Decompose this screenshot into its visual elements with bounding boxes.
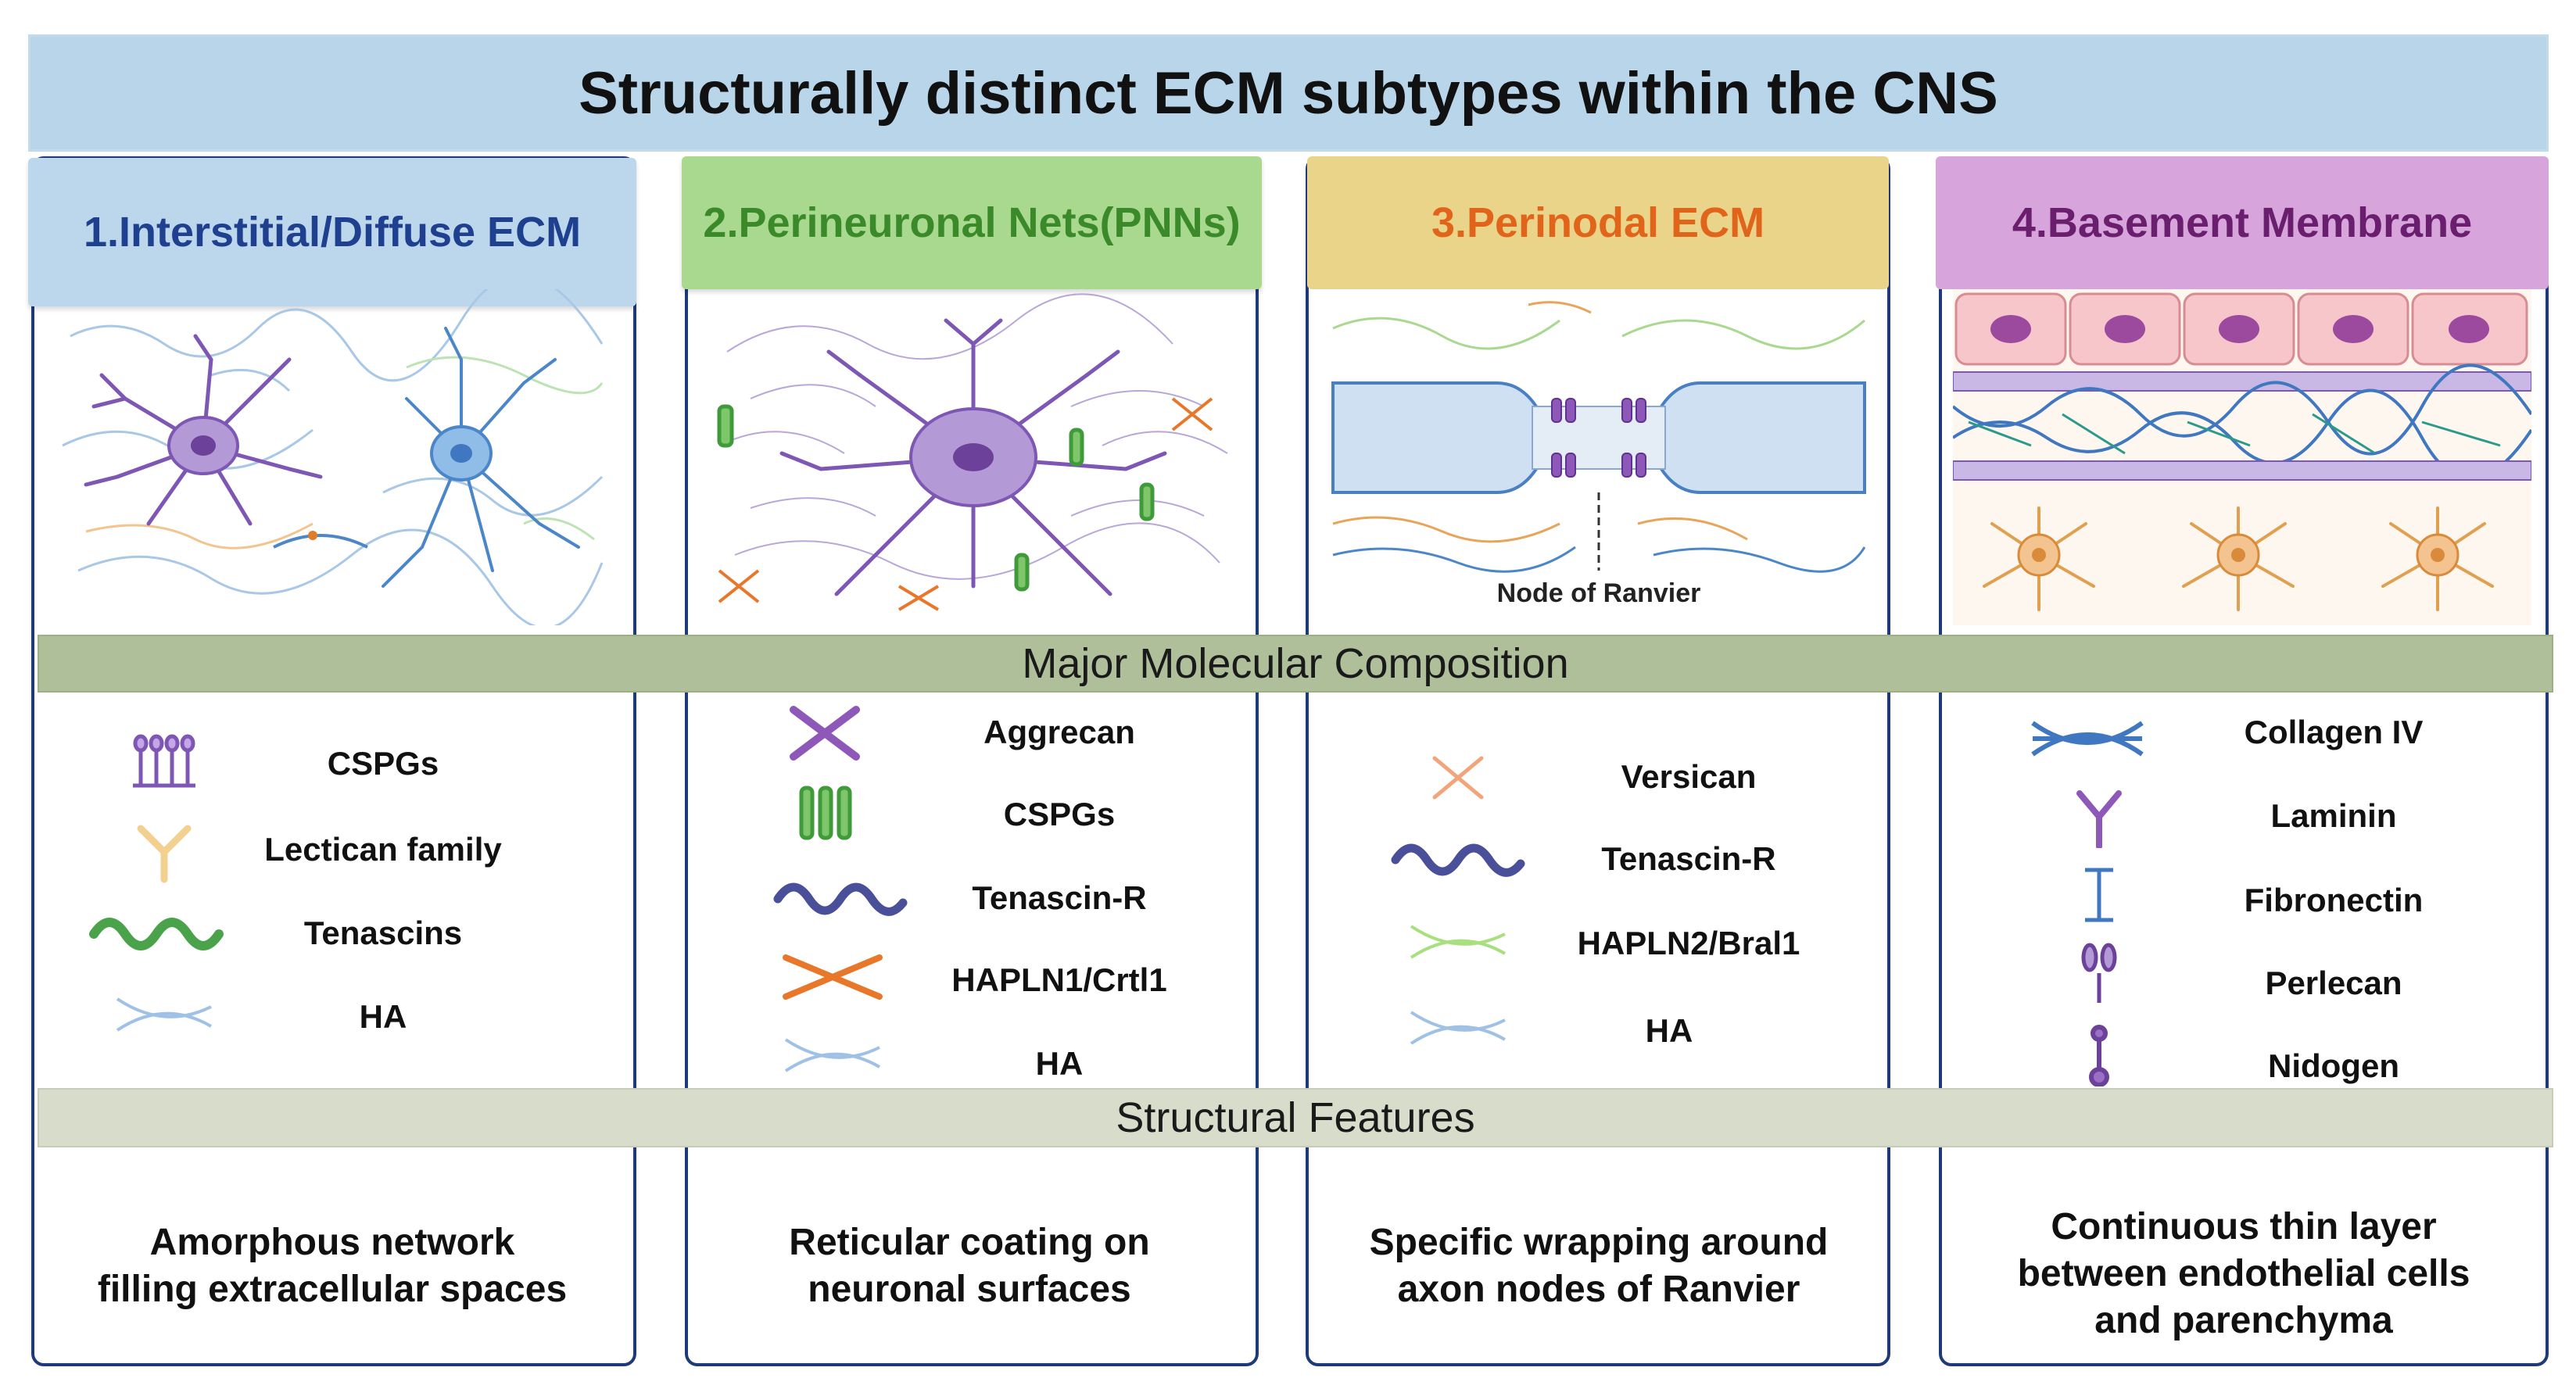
molecule-label: Collagen IV — [2244, 714, 2424, 750]
tenascin-r-icon — [773, 882, 908, 916]
composition-band: Major Molecular Composition — [38, 635, 2553, 693]
molecule-label: Nidogen — [2268, 1047, 2399, 1084]
molecule-label: CSPGs — [1003, 796, 1116, 832]
panel-title-pnn: 2.Perineuronal Nets(PNNs) — [703, 199, 1241, 246]
molecule-label: Versican — [1621, 758, 1757, 795]
molecule-label: HAPLN1/Crtl1 — [951, 961, 1167, 998]
cspgs-icon — [799, 786, 852, 840]
composition-band-label: Major Molecular Composition — [1022, 640, 1569, 687]
node-of-ranvier-label: Node of Ranvier — [1497, 578, 1701, 608]
panel-interstitial — [31, 156, 636, 1366]
molecule-label: Aggrecan — [983, 714, 1135, 750]
ha-icon — [784, 1038, 881, 1072]
laminin-icon — [2076, 790, 2122, 848]
panel-header-basement: 4.Basement Membrane — [1936, 156, 2549, 289]
molecule-label: Tenascins — [303, 915, 463, 951]
molecule-label: Perlecan — [2265, 965, 2402, 1001]
perinodal-illustration: Node of Ranvier — [1331, 301, 1866, 608]
versican-icon — [1432, 756, 1484, 800]
ha-icon — [116, 997, 213, 1032]
molecule-label: Tenascin-R — [972, 879, 1147, 916]
perlecan-icon — [2081, 943, 2117, 1003]
pnn-illustration — [717, 293, 1228, 611]
molecule-label: CSPGs — [327, 745, 439, 782]
panel-title-basement: 4.Basement Membrane — [2012, 199, 2473, 246]
molecule-label: Laminin — [2270, 797, 2397, 834]
nidogen-icon — [2089, 1025, 2109, 1086]
molecule-label: HA — [1035, 1045, 1084, 1082]
interstitial-ecm-illustration — [62, 289, 604, 625]
feature-pnn: Reticular coating on neuronal surfaces — [789, 1222, 1150, 1310]
panel-title-interstitial: 1.Interstitial/Diffuse ECM — [83, 209, 582, 256]
panel-header-perinodal: 3.Perinodal ECM — [1307, 156, 1889, 289]
molecule-label: Fibronectin — [2244, 882, 2424, 918]
panel-header-interstitial: 1.Interstitial/Diffuse ECM — [28, 158, 636, 306]
molecule-label: HA — [359, 998, 407, 1035]
hapln1-icon — [783, 954, 883, 1000]
cspgs-icon — [133, 734, 195, 788]
feature-basement: Continuous thin layer between endothelia… — [2017, 1206, 2470, 1341]
lectican-icon — [137, 825, 192, 883]
feature-interstitial: Amorphous network filling extracellular … — [97, 1222, 568, 1310]
panel-header-pnn: 2.Perineuronal Nets(PNNs) — [682, 156, 1262, 289]
panel-title-perinodal: 3.Perinodal ECM — [1431, 199, 1765, 246]
hapln2-icon — [1410, 925, 1507, 959]
molecule-label: Tenascin-R — [1601, 840, 1776, 877]
aggrecan-icon — [790, 706, 860, 761]
title-banner: Structurally distinct ECM subtypes withi… — [28, 34, 2549, 152]
structural-band: Structural Features — [38, 1088, 2553, 1147]
panel-perinodal — [1306, 156, 1890, 1366]
structural-band-label: Structural Features — [1116, 1094, 1475, 1141]
molecule-label: Lectican family — [264, 831, 502, 868]
tenascin-icon — [89, 918, 224, 950]
molecule-label: HAPLN2/Bral1 — [1577, 925, 1800, 961]
molecule-label: HA — [1645, 1012, 1693, 1049]
ha-icon — [1410, 1011, 1507, 1045]
fibronectin-icon — [2085, 868, 2113, 922]
page-title: Structurally distinct ECM subtypes withi… — [579, 59, 1998, 127]
basement-membrane-illustration — [1953, 289, 2531, 625]
collagen-iv-icon — [2031, 721, 2144, 757]
tenascin-r-icon — [1391, 843, 1525, 877]
feature-perinodal: Specific wrapping around axon nodes of R… — [1369, 1222, 1829, 1310]
